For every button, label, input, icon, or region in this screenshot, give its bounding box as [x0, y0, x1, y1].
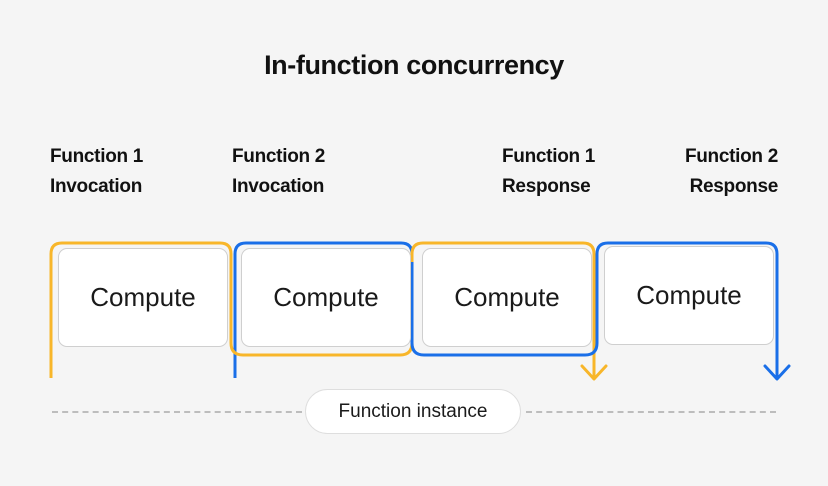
label-function-1-invocation: Function 1 Invocation: [50, 142, 143, 202]
instance-timeline-left: [52, 411, 302, 413]
compute-box-3: Compute: [422, 248, 592, 347]
label-function-2-invocation: Function 2 Invocation: [232, 142, 325, 202]
compute-box-2: Compute: [241, 248, 411, 347]
label-line: Function 1: [502, 146, 596, 167]
function-2-arrow-icon: [763, 364, 791, 381]
label-line: Response: [689, 176, 779, 197]
label-line: Response: [502, 176, 591, 197]
label-function-1-response: Function 1 Response: [502, 142, 595, 202]
label-line: Function 2: [684, 146, 778, 167]
label-line: Invocation: [50, 176, 143, 197]
diagram-title: In-function concurrency: [264, 50, 564, 80]
compute-box-4: Compute: [604, 246, 774, 345]
function-1-response-path: [410, 241, 596, 377]
function-2-wait-path: [410, 241, 779, 377]
function-instance-label: Function instance: [305, 389, 521, 434]
label-line: Function 1: [50, 146, 144, 167]
compute-box-1: Compute: [58, 248, 228, 347]
instance-timeline-right: [526, 411, 776, 413]
function-1-arrow-icon: [580, 364, 608, 381]
label-function-2-response: Function 2 Response: [640, 142, 778, 202]
label-line: Invocation: [232, 176, 325, 197]
function-1-invocation-path: [49, 241, 233, 378]
label-line: Function 2: [232, 146, 326, 167]
